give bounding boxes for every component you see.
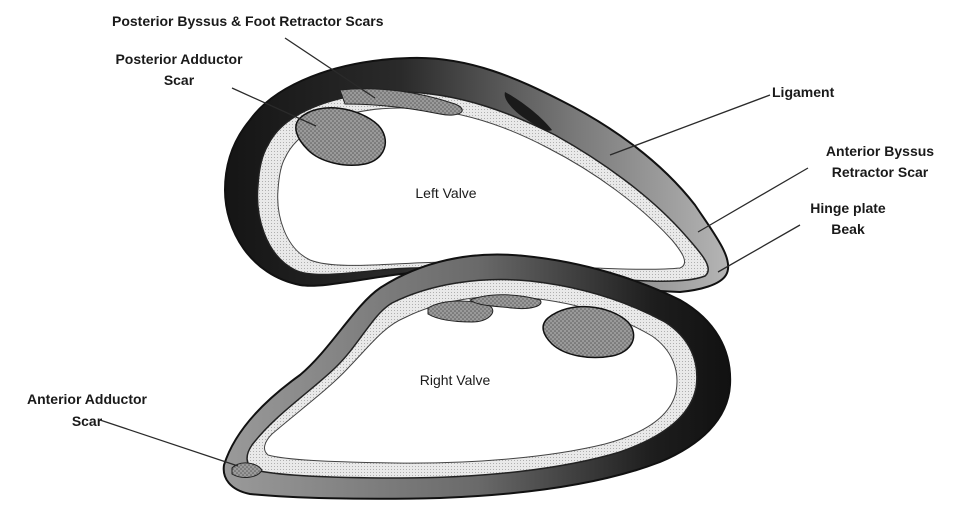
label-posterior-adductor-line1: Posterior Adductor — [115, 51, 243, 67]
label-posterior-adductor-line2: Scar — [164, 72, 195, 88]
label-posterior-byssus: Posterior Byssus & Foot Retractor Scars — [112, 13, 384, 29]
label-left-valve: Left Valve — [415, 185, 476, 201]
label-anterior-adductor-line1: Anterior Adductor — [27, 391, 148, 407]
label-anterior-byssus-line2: Retractor Scar — [832, 164, 929, 180]
label-ligament: Ligament — [772, 84, 835, 100]
label-anterior-adductor-line2: Scar — [72, 413, 103, 429]
label-beak: Beak — [831, 221, 865, 237]
label-right-valve: Right Valve — [420, 372, 491, 388]
leader-anterior-byssus — [698, 168, 808, 232]
leader-hinge-plate — [718, 225, 800, 272]
label-anterior-byssus-line1: Anterior Byssus — [826, 143, 934, 159]
leader-anterior-adductor — [100, 420, 238, 466]
label-hinge-plate: Hinge plate — [810, 200, 886, 216]
leader-ligament — [610, 95, 770, 155]
